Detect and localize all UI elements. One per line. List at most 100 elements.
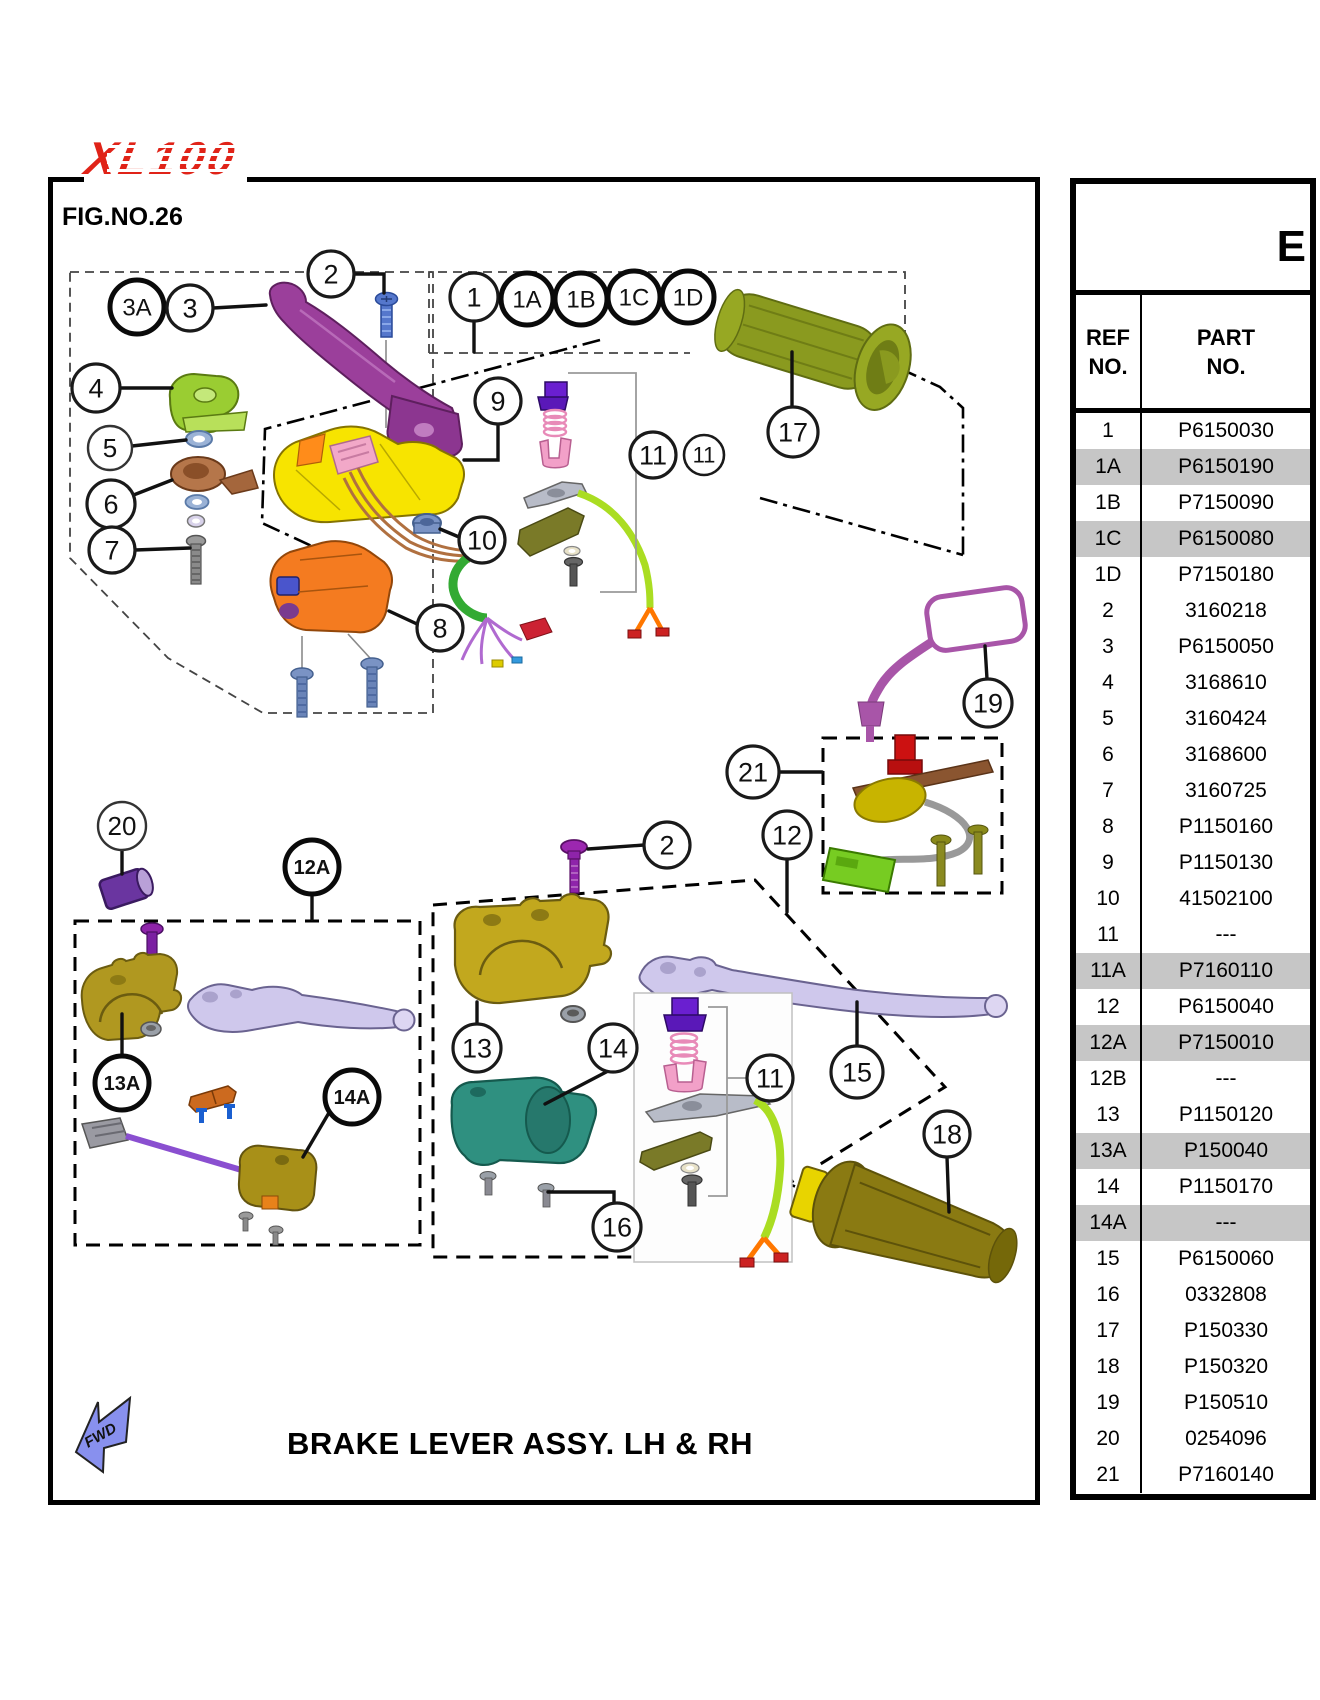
- svg-text:1A: 1A: [512, 286, 541, 313]
- brake-lever-part3: [268, 281, 464, 458]
- callout-11: 11: [682, 433, 726, 477]
- table-row: 1B P7150090: [1076, 485, 1310, 521]
- ref-cell: 9: [1076, 845, 1142, 881]
- part-cell: P150040: [1183, 1139, 1269, 1162]
- parts-table-title-fragment: E: [1276, 222, 1306, 271]
- switch-housing-upper-part9: [273, 425, 465, 524]
- ref-cell: 14A: [1076, 1205, 1142, 1241]
- holder-upper-lh-part13A: [80, 951, 183, 1042]
- callout-1D: 1D: [659, 268, 717, 326]
- figure-number: FIG.NO.26: [62, 203, 183, 231]
- wiring-harness-part8: [342, 467, 553, 668]
- part-cell: P7150090: [1178, 491, 1274, 514]
- ref-cell: 1B: [1076, 485, 1142, 521]
- mounting-bolts-part8: [290, 633, 384, 718]
- svg-text:1: 1: [466, 282, 481, 312]
- part-cell: P6150080: [1178, 527, 1274, 550]
- ref-cell: 19: [1076, 1385, 1142, 1421]
- part-cell: 3168610: [1185, 671, 1267, 694]
- parts-table-title-row: E: [1076, 184, 1310, 295]
- callout-2: 2: [306, 249, 356, 299]
- nut-lh: [140, 1021, 162, 1037]
- ref-cell: 18: [1076, 1349, 1142, 1385]
- holder-lower-lh-part14A: [237, 1144, 318, 1246]
- part-cell: P1150160: [1178, 815, 1274, 838]
- callout-17: 17: [766, 405, 820, 459]
- screw-icon-part2-top: [374, 291, 399, 428]
- callout-1C: 1C: [605, 268, 663, 326]
- group-box-lh-assy: [73, 919, 422, 1247]
- callout-13A: 13A: [92, 1053, 152, 1113]
- ref-cell: 7: [1076, 773, 1142, 809]
- brake-lever-part15: [638, 955, 1008, 1018]
- throttle-grip-part17: [714, 288, 912, 411]
- ref-cell: 3: [1076, 629, 1142, 665]
- part-cell: P6150060: [1178, 1247, 1274, 1270]
- grip-part18: [789, 1160, 1018, 1284]
- phantom-line-grip17: [837, 338, 965, 558]
- svg-text:4: 4: [88, 373, 103, 403]
- callout-3A: 3A: [107, 277, 167, 337]
- part-no-header: PART NO.: [1196, 324, 1256, 379]
- svg-text:16: 16: [602, 1212, 632, 1242]
- phantom-line-left: [260, 338, 601, 550]
- callout-19: 19: [962, 677, 1014, 729]
- callout-2: 2: [642, 820, 692, 870]
- callout-20: 20: [96, 800, 148, 852]
- table-row: 9 P1150130: [1076, 845, 1310, 881]
- svg-text:1B: 1B: [566, 286, 595, 313]
- cam-part4: [168, 372, 248, 434]
- svg-text:1D: 1D: [673, 284, 704, 311]
- switch-housing-lower-part8: [269, 540, 393, 634]
- part-cell: P7150010: [1178, 1031, 1274, 1054]
- callout-15: 15: [829, 1044, 885, 1100]
- holder-upper-part13: [453, 893, 612, 1005]
- screw-part7: [185, 534, 207, 585]
- callout-1: 1: [448, 271, 500, 323]
- group-box-switch-assy: [821, 736, 1004, 895]
- table-row: 18 P150320: [1076, 1349, 1310, 1385]
- callout-1A: 1A: [498, 270, 556, 328]
- ref-cell: 17: [1076, 1313, 1142, 1349]
- callout-9: 9: [473, 376, 523, 426]
- ref-cell: 2: [1076, 593, 1142, 629]
- switch-assy-part21: [821, 734, 995, 894]
- ref-cell: 1D: [1076, 557, 1142, 593]
- ref-cell: 6: [1076, 737, 1142, 773]
- callout-12: 12: [761, 809, 813, 861]
- fwd-arrow: FWD: [74, 1395, 132, 1474]
- part-cell: ---: [1215, 923, 1237, 946]
- part-cell: 3160424: [1185, 707, 1267, 730]
- part-cell: P1150130: [1178, 851, 1274, 874]
- callout-7: 7: [87, 525, 137, 575]
- callout-16: 16: [591, 1201, 643, 1253]
- group-box-cable: [428, 271, 906, 360]
- ref-cell: 10: [1076, 881, 1142, 917]
- ref-cell: 12: [1076, 989, 1142, 1025]
- part-cell: P1150120: [1178, 1103, 1274, 1126]
- ref-cell: 11A: [1076, 953, 1142, 989]
- ref-cell: 12B: [1076, 1061, 1142, 1097]
- part-cell: P150320: [1183, 1355, 1269, 1378]
- callout-11: 11: [745, 1053, 795, 1103]
- ref-cell: 20: [1076, 1421, 1142, 1457]
- svg-text:20: 20: [108, 811, 137, 841]
- part-cell: 0332808: [1185, 1283, 1267, 1306]
- brake-lever-lh: [187, 983, 416, 1033]
- group-box-upper-left: [69, 271, 434, 714]
- svg-text:10: 10: [467, 525, 497, 555]
